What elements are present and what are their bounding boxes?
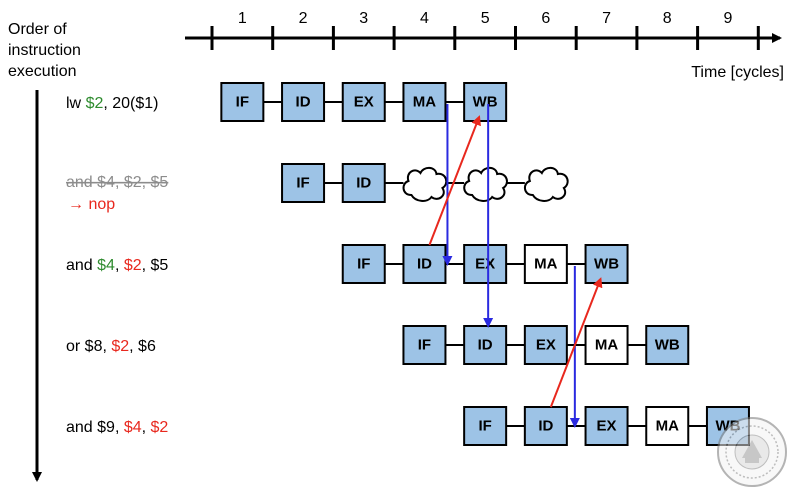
cycle-number: 9 [723,10,732,27]
cycle-number: 6 [541,10,550,27]
pipeline-row: IF ID EX MA WB [341,244,629,284]
cycle-number: 5 [481,10,490,27]
bubble-cloud [402,166,448,202]
order-label-line-3: execution [8,63,77,80]
stage-box [341,244,386,284]
cycle-number: 7 [602,10,611,27]
cycle-number: 8 [663,10,672,27]
cycle-number: 2 [299,10,308,27]
stage-label: EX [597,418,617,435]
instruction-token: , [142,419,151,436]
stage-label: ID [538,418,553,435]
stage-box [402,325,447,365]
pipeline-row: IF ID [281,163,569,203]
instruction-label: or $8, $2, $6 [66,338,156,355]
stage-box [463,82,508,122]
instruction-token: , $5 [142,257,169,274]
stage-label: IF [478,418,491,435]
cycle-number: 1 [238,10,247,27]
instruction-label: and $9, $4, $2 [66,419,168,436]
red-forwarding-arrow [549,277,603,408]
stage-label: IF [418,337,431,354]
instruction-token: $2 [151,419,169,436]
stage-label: MA [656,418,679,435]
time-axis: 1 2 3 4 5 6 7 8 9 Time [cycles] [185,10,784,81]
stage-label: MA [534,256,557,273]
instruction-token: $4 [97,257,115,274]
instruction-label: lw $2, 20($1) [66,95,159,112]
time-axis-label: Time [cycles] [691,64,784,81]
stage-box [463,244,508,284]
stage-label: EX [536,337,556,354]
instruction-label: and $4, $2, $5 [66,257,168,274]
stage-label: WB [473,94,498,111]
instruction-token: , 20($1) [103,95,158,112]
instruction-label: and $4, $2, $5 [66,174,168,191]
stage-label: WB [655,337,680,354]
instruction-token: $2 [111,338,129,355]
instruction-token: , $6 [129,338,156,355]
stage-box [523,406,568,446]
stage-box [402,82,447,122]
instruction-token: lw [66,95,86,112]
instruction-token: , [115,257,124,274]
stage-box [523,325,568,365]
stage-box [341,163,386,203]
bubble-cloud [463,166,508,202]
stage-box [281,82,326,122]
instruction-token: and $4, $2, $5 [66,174,168,191]
stage-label: IF [236,94,249,111]
stage-label: MA [595,337,618,354]
order-label-line-2: instruction [8,42,81,59]
stage-label: MA [413,94,436,111]
stage-label: WB [594,256,619,273]
instruction-token: $2 [86,95,104,112]
stage-label: EX [354,94,374,111]
cycle-number: 4 [420,10,429,27]
pipeline-rows: IF ID EX MA WB IF ID IF ID EX MA WB IF ID EX MA WB IF ID EX… [220,82,750,446]
instruction-token: or $8, [66,338,111,355]
nop-note: → nop [68,196,115,213]
pipeline-row: IF ID EX MA WB [402,325,690,365]
instruction-token: and [66,257,97,274]
stage-box [220,82,265,122]
stage-box [463,325,508,365]
stage-box [402,244,447,284]
instruction-token: $2 [124,257,142,274]
bubble-cloud [523,166,569,202]
stage-box [584,244,629,284]
pipeline-row: IF ID EX MA WB [220,82,508,122]
cycle-number: 3 [359,10,368,27]
stage-box [523,244,568,284]
forwarding-arrows [428,104,603,428]
stage-label: ID [356,175,371,192]
stage-label: ID [296,94,311,111]
stage-box [645,325,690,365]
red-forwarding-arrow [428,115,481,246]
order-label-line-1: Order of [8,21,67,38]
university-seal-logo [717,417,787,487]
order-label: Order of instruction execution [8,21,85,80]
stage-label: IF [296,175,309,192]
stage-label: ID [478,337,493,354]
instruction-token: $4 [124,419,142,436]
stage-label: ID [417,256,432,273]
stage-box [463,406,508,446]
stage-label: EX [475,256,495,273]
stage-label: IF [357,256,370,273]
instruction-token: and $9, [66,419,124,436]
